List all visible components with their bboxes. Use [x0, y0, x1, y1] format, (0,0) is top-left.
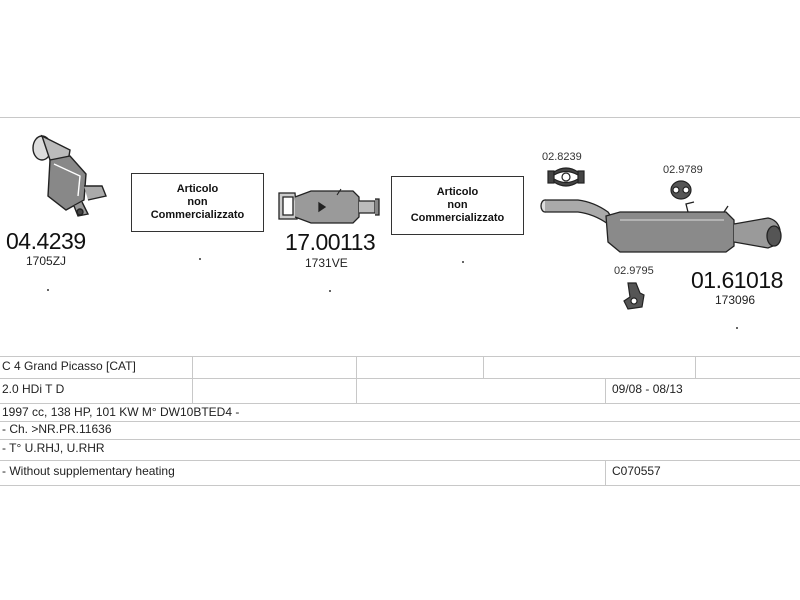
vehicle-model: C 4 Grand Picasso [CAT]	[2, 359, 136, 373]
part-reference: 173096	[715, 293, 756, 307]
part-code: 04.4239	[6, 228, 86, 254]
table-border	[0, 460, 800, 461]
table-divider	[192, 379, 193, 403]
rubber-mount-icon	[669, 179, 693, 201]
marker-dot	[329, 290, 331, 292]
marker-dot	[47, 289, 49, 291]
part-reference: 1705ZJ	[26, 254, 67, 268]
table-divider	[356, 379, 357, 403]
vehicle-note-row: - Without supplementary heating C070557	[0, 461, 800, 485]
part-code: 17.00113	[285, 229, 376, 255]
not-available-box: Articolo non Commercializzato	[131, 173, 264, 232]
vehicle-chassis: - Ch. >NR.PR.11636	[2, 422, 112, 436]
rear-silencer-icon	[538, 190, 786, 260]
vehicle-spec: 1997 cc, 138 HP, 101 KW M° DW10BTED4 -	[2, 405, 240, 419]
not-available-line2: non	[447, 199, 468, 211]
accessory-code: 02.9789	[663, 164, 703, 176]
not-available-line2: non	[187, 196, 208, 208]
part-code: 01.61018	[691, 267, 783, 293]
table-divider	[192, 357, 193, 378]
catalogue-code: C070557	[612, 464, 661, 478]
table-border	[0, 378, 800, 379]
marker-dot	[199, 258, 201, 260]
not-available-line1: Articolo	[176, 183, 219, 195]
vehicle-note: - Without supplementary heating	[2, 464, 175, 478]
table-border	[0, 403, 800, 404]
particulate-filter-icon	[275, 187, 383, 227]
clamp-icon	[546, 166, 586, 188]
not-available-line3: Commercializzato	[150, 209, 245, 221]
table-border	[0, 485, 800, 486]
vehicle-model-row: C 4 Grand Picasso [CAT]	[0, 357, 800, 379]
vehicle-engine-row: 2.0 HDi T D 09/08 - 08/13	[0, 379, 800, 403]
not-available-line1: Articolo	[436, 186, 479, 198]
vehicle-type-row: - T° U.RHJ, U.RHR	[0, 440, 800, 460]
vehicle-spec-row: 1997 cc, 138 HP, 101 KW M° DW10BTED4 -	[0, 404, 800, 421]
top-border	[0, 117, 800, 118]
marker-dot	[736, 327, 738, 329]
accessory-code: 02.8239	[542, 151, 582, 163]
table-border	[0, 421, 800, 422]
table-divider	[605, 461, 606, 485]
table-divider	[483, 357, 484, 378]
marker-dot	[462, 261, 464, 263]
vehicle-engine: 2.0 HDi T D	[2, 382, 65, 396]
table-border	[0, 439, 800, 440]
catalytic-converter-icon	[22, 130, 122, 225]
vehicle-period: 09/08 - 08/13	[612, 382, 683, 396]
not-available-box: Articolo non Commercializzato	[391, 176, 524, 235]
table-border	[0, 356, 800, 357]
table-divider	[695, 357, 696, 378]
table-divider	[605, 379, 606, 403]
table-divider	[356, 357, 357, 378]
part-reference: 1731VE	[305, 256, 348, 270]
not-available-line3: Commercializzato	[410, 212, 505, 224]
accessory-code: 02.9795	[614, 265, 654, 277]
vehicle-type: - T° U.RHJ, U.RHR	[2, 441, 105, 455]
vehicle-chassis-row: - Ch. >NR.PR.11636	[0, 422, 800, 439]
bracket-icon	[622, 281, 648, 311]
